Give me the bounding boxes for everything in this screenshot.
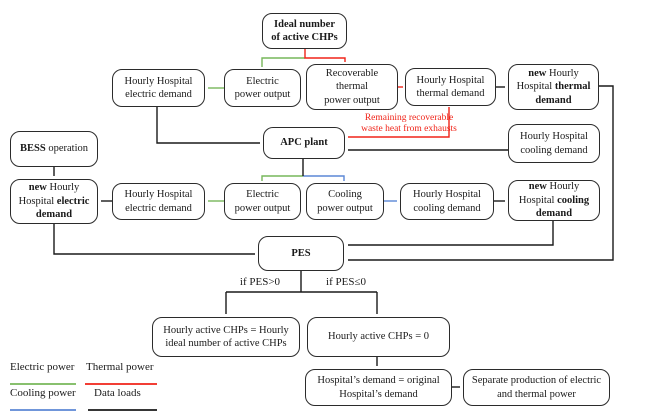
condition-pes-negative: if PES≤0: [326, 276, 366, 288]
arrow-waste-heat-to-apc: [348, 107, 450, 138]
label: power output: [234, 202, 291, 214]
condition-pes-positive: if PES>0: [239, 276, 281, 288]
label: Hourly active CHPs = Hourly: [163, 324, 289, 336]
node-recoverable-thermal-output: Recoverable thermal power output: [306, 64, 398, 110]
label: Hourly Hospital: [124, 189, 193, 201]
label: Hospital electric: [18, 195, 90, 207]
label: demand: [535, 94, 572, 106]
label: Hourly Hospital: [124, 75, 193, 87]
label: thermal demand: [416, 88, 485, 99]
label: Hospital’s demand: [339, 388, 418, 400]
label: Hourly Hospital: [520, 131, 588, 143]
node-original-hospital-demand: Hospital’s demand = original Hospital’s …: [305, 369, 452, 406]
label: demand: [35, 209, 73, 221]
node-hourly-cooling-demand-source: Hourly Hospital cooling demand: [508, 124, 600, 163]
node-hourly-electric-demand-bottom: Hourly Hospital electric demand: [112, 183, 205, 220]
node-pes: PES: [258, 236, 344, 271]
arrow-new-electric-to-pes: [53, 224, 255, 255]
label: demand: [535, 208, 573, 220]
legend-label-data: Data loads: [94, 387, 141, 399]
label: waste heat from exhausts: [361, 124, 457, 135]
arrow-new-thermal-to-pes: [348, 85, 614, 261]
label: Ideal number: [274, 18, 335, 30]
label: Hospital thermal: [516, 81, 591, 93]
arrow-new-cooling-to-pes: [348, 221, 554, 246]
label: of active CHPs: [271, 32, 338, 43]
label: new Hourly: [528, 181, 580, 193]
label: cooling demand: [413, 202, 481, 214]
label: Electric: [246, 189, 279, 201]
label: Remaining recoverable: [364, 113, 454, 123]
label: electric demand: [125, 89, 192, 100]
arrow-ideal-to-recoverable-thermal: [304, 49, 346, 62]
label: ideal number of active CHPs: [165, 338, 287, 349]
label: power output: [317, 202, 373, 214]
label: Recoverable: [325, 67, 379, 79]
node-bess-operation: BESS operation: [10, 131, 98, 167]
label: power output: [324, 94, 380, 106]
node-new-hourly-thermal-demand: new Hourly Hospital thermal demand: [508, 64, 599, 110]
node-new-hourly-electric-demand: new Hourly Hospital electric demand: [10, 179, 98, 224]
node-separate-production: Separate production of electric and ther…: [463, 369, 610, 406]
arrow-electric-demand-to-apc: [156, 107, 260, 144]
label: power output: [234, 89, 291, 100]
label: Hourly active CHPs = 0: [328, 331, 429, 343]
legend-label-electric: Electric power: [10, 361, 75, 373]
node-hourly-electric-demand-top: Hourly Hospital electric demand: [112, 69, 205, 107]
node-chps-equals-zero: Hourly active CHPs = 0: [307, 317, 450, 357]
label: electric demand: [125, 202, 192, 214]
label: cooling demand: [520, 144, 588, 156]
node-ideal-number-active-chps: Ideal number of active CHPs: [262, 13, 347, 49]
legend-label-thermal: Thermal power: [86, 361, 154, 373]
label: Cooling: [328, 189, 362, 201]
arrow-apc-to-electric-output-bottom: [261, 175, 303, 181]
node-cooling-power-output: Cooling power output: [306, 183, 384, 220]
label: APC plant: [280, 137, 328, 149]
node-chps-equals-ideal: Hourly active CHPs = Hourly ideal number…: [152, 317, 300, 357]
label: Hourly Hospital: [416, 74, 485, 86]
arrow-ideal-to-electric-output-top: [261, 57, 305, 67]
label: Hourly Hospital: [413, 189, 481, 201]
label: PES: [291, 247, 311, 259]
node-new-hourly-cooling-demand: new Hourly Hospital cooling demand: [508, 180, 600, 221]
label: Hospital cooling: [518, 194, 590, 206]
node-electric-power-output-bottom: Electric power output: [224, 183, 301, 220]
label: new Hourly: [28, 182, 80, 194]
node-apc-plant: APC plant: [263, 127, 345, 159]
label: Separate production of electric: [471, 375, 602, 387]
node-hourly-thermal-demand: Hourly Hospital thermal demand: [405, 68, 496, 106]
arrow-apc-to-cooling-output: [303, 175, 345, 181]
note-remaining-waste-heat: Remaining recoverable waste heat from ex…: [358, 113, 460, 136]
label: Hospital’s demand = original: [317, 375, 440, 387]
label: thermal: [335, 81, 369, 93]
label: BESS operation: [20, 143, 88, 155]
label: and thermal power: [497, 388, 576, 400]
label: Electric: [246, 75, 279, 87]
legend-label-cooling: Cooling power: [10, 387, 76, 399]
node-electric-power-output-top: Electric power output: [224, 69, 301, 107]
node-hourly-cooling-demand-bottom: Hourly Hospital cooling demand: [400, 183, 494, 220]
label: new Hourly: [528, 67, 579, 79]
